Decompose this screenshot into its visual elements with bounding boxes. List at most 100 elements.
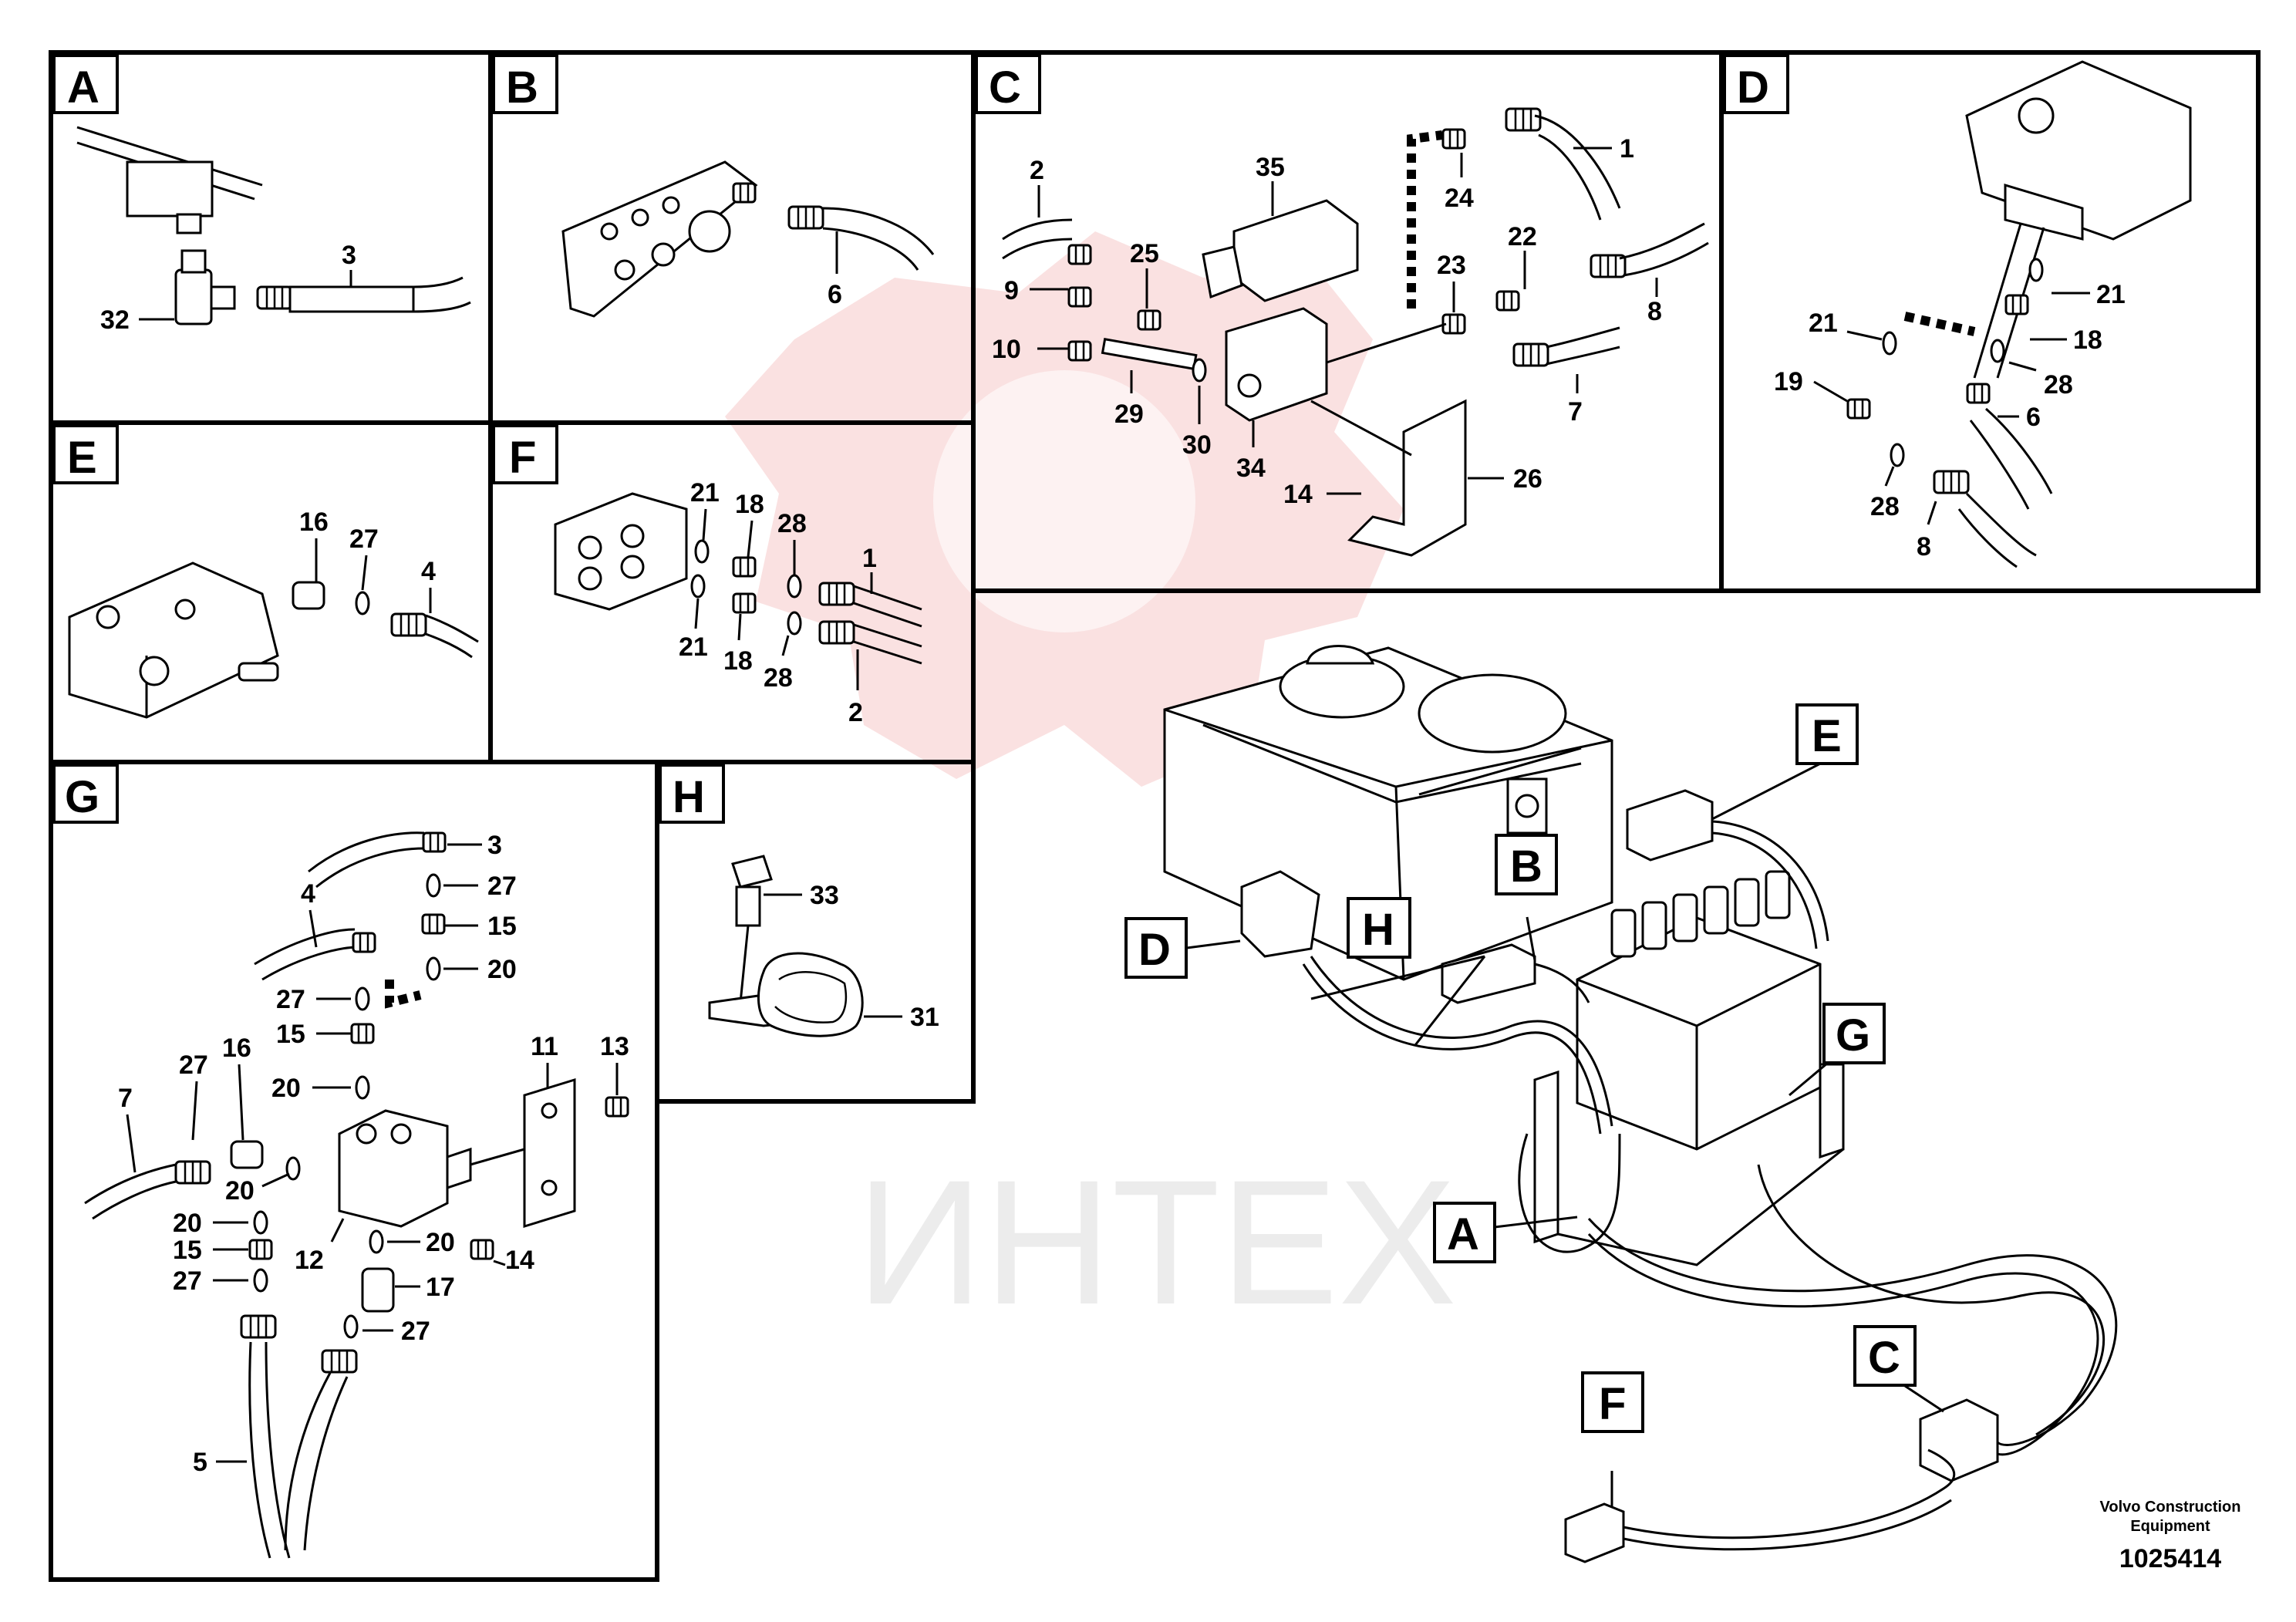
panel-g-tag[interactable]: G	[52, 764, 119, 824]
svg-text:20: 20	[487, 955, 517, 984]
callout-c-29: 29	[1114, 370, 1144, 429]
panel-c-drawing	[1002, 107, 1709, 557]
callout-d-21a: 21	[2052, 280, 2126, 309]
callout-f-1: 1	[862, 544, 877, 594]
svg-text:28: 28	[1870, 492, 1900, 521]
svg-text:3: 3	[342, 241, 356, 270]
svg-text:C: C	[989, 62, 1021, 113]
callout-d-18: 18	[2030, 325, 2102, 355]
svg-text:Equipment: Equipment	[2130, 1518, 2210, 1535]
callout-g-15a: 15	[443, 912, 517, 941]
svg-text:E: E	[67, 433, 97, 483]
overview-callout-b[interactable]: B	[1495, 834, 1558, 895]
svg-text:27: 27	[349, 524, 379, 554]
callout-c-2: 2	[1030, 156, 1044, 218]
panel-a-drawing	[76, 126, 471, 325]
callout-d-28b: 28	[1870, 466, 1900, 521]
panel-a-tag[interactable]: A	[52, 54, 119, 114]
panel-f-tag[interactable]: F	[492, 424, 558, 484]
svg-text:A: A	[1447, 1209, 1479, 1259]
svg-text:15: 15	[276, 1020, 305, 1049]
callout-d-19: 19	[1774, 367, 1848, 403]
overview-callout-d[interactable]: D	[1124, 917, 1188, 979]
overview-callout-c[interactable]: C	[1853, 1325, 1917, 1387]
panel-b-tag[interactable]: B	[492, 54, 558, 114]
footer-brand: Volvo Construction Equipment	[2100, 1499, 2241, 1535]
callout-a-32: 32	[100, 305, 174, 335]
callout-c-30: 30	[1182, 386, 1212, 460]
callout-g-20a: 20	[443, 955, 517, 984]
svg-text:8: 8	[1917, 532, 1931, 561]
callout-c-23: 23	[1437, 251, 1466, 312]
callout-g-12: 12	[295, 1218, 345, 1275]
callout-e-16: 16	[299, 508, 329, 582]
callout-c-1: 1	[1573, 134, 1634, 164]
detail-panel-h: H 31 33	[655, 760, 976, 1104]
panel-f-drawing	[554, 492, 922, 665]
svg-text:H: H	[1362, 905, 1394, 955]
svg-text:27: 27	[179, 1050, 208, 1080]
svg-text:18: 18	[2073, 325, 2102, 355]
callout-c-14: 14	[1283, 480, 1361, 509]
svg-text:12: 12	[295, 1246, 324, 1275]
callout-f-18a: 18	[735, 490, 764, 558]
panel-d-tag[interactable]: D	[1723, 54, 1789, 114]
svg-text:33: 33	[810, 881, 839, 910]
overview-callout-f[interactable]: F	[1581, 1371, 1644, 1433]
panel-g-drawing	[84, 831, 629, 1559]
svg-text:31: 31	[910, 1003, 939, 1032]
callout-c-8: 8	[1647, 278, 1662, 326]
callout-g-3: 3	[447, 831, 502, 860]
svg-text:18: 18	[723, 646, 753, 676]
svg-text:20: 20	[225, 1176, 255, 1206]
callout-h-33: 33	[764, 881, 839, 910]
panel-e-tag[interactable]: E	[52, 424, 119, 484]
overview-callout-a[interactable]: A	[1433, 1202, 1496, 1263]
callout-f-28a: 28	[777, 509, 807, 575]
svg-text:27: 27	[276, 985, 305, 1014]
callout-g-27d: 27	[173, 1266, 248, 1296]
callout-g-16: 16	[222, 1034, 251, 1141]
svg-text:21: 21	[2096, 280, 2126, 309]
svg-text:20: 20	[426, 1228, 455, 1257]
watermark-text: ИНТЕХ	[856, 1143, 1457, 1341]
svg-text:20: 20	[271, 1074, 301, 1103]
callout-d-28a: 28	[2008, 361, 2073, 400]
svg-text:F: F	[1599, 1379, 1626, 1429]
svg-text:28: 28	[764, 663, 793, 693]
svg-text:7: 7	[1568, 397, 1583, 427]
callout-b-6: 6	[828, 231, 842, 309]
callout-c-25: 25	[1130, 239, 1159, 309]
svg-text:18: 18	[735, 490, 764, 519]
svg-text:26: 26	[1513, 464, 1542, 494]
overview-callout-e[interactable]: E	[1795, 703, 1859, 765]
drawing-number: 1025414	[2119, 1544, 2221, 1573]
panel-b-drawing	[561, 160, 935, 318]
svg-text:1: 1	[1620, 134, 1634, 164]
svg-text:6: 6	[828, 280, 842, 309]
callout-g-15c: 15	[173, 1236, 248, 1265]
svg-text:28: 28	[2044, 370, 2073, 400]
detail-panel-c: C	[971, 50, 1724, 593]
svg-text:F: F	[509, 433, 536, 483]
panel-h-tag[interactable]: H	[659, 764, 725, 824]
svg-text:7: 7	[118, 1084, 133, 1113]
callout-g-20c: 20	[225, 1172, 290, 1206]
svg-text:D: D	[1138, 925, 1171, 975]
panel-d-drawing	[1846, 60, 2192, 568]
overview-callout-g[interactable]: G	[1822, 1003, 1886, 1064]
svg-text:27: 27	[401, 1317, 430, 1346]
svg-text:29: 29	[1114, 400, 1144, 429]
overview-callout-h[interactable]: H	[1347, 897, 1411, 959]
svg-text:H: H	[673, 772, 705, 822]
svg-text:22: 22	[1508, 222, 1537, 251]
svg-text:32: 32	[100, 305, 130, 335]
detail-panel-b: B 6	[488, 50, 976, 425]
svg-text:4: 4	[421, 557, 436, 586]
detail-panel-a: A 3 32	[49, 50, 493, 425]
svg-text:21: 21	[1809, 309, 1838, 338]
svg-text:16: 16	[299, 508, 329, 537]
callout-d-8: 8	[1917, 501, 1937, 561]
svg-text:20: 20	[173, 1209, 202, 1238]
panel-c-tag[interactable]: C	[975, 54, 1041, 114]
